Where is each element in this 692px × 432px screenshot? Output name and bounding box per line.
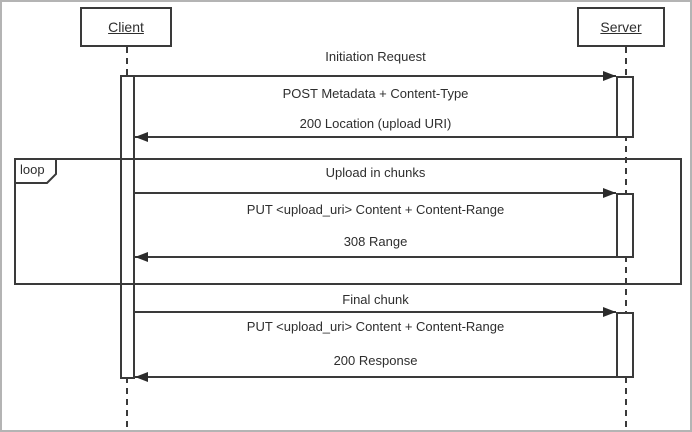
arrowhead-right-icon (603, 188, 616, 198)
server-activation-bar-2 (616, 193, 634, 258)
arrowhead-right-icon (603, 71, 616, 81)
loop-operator-label: loop (20, 162, 45, 177)
server-activation-bar-1 (616, 76, 634, 138)
loop-fragment-tab: loop (14, 158, 58, 184)
block1-request-label: POST Metadata + Content-Type (282, 86, 469, 101)
arrowhead-left-icon (135, 132, 148, 142)
block2-title: Upload in chunks (325, 165, 426, 180)
block3-request-label: PUT <upload_uri> Content + Content-Range (246, 319, 505, 334)
block1-response-line (135, 136, 616, 138)
block2-response-line (135, 256, 616, 258)
block1-request-line (135, 75, 616, 77)
arrowhead-left-icon (135, 372, 148, 382)
client-activation-bar (120, 75, 135, 379)
block2-response-label: 308 Range (343, 234, 408, 249)
block3-response-label: 200 Response (333, 353, 418, 368)
actor-client-label: Client (108, 19, 144, 35)
server-activation-bar-3 (616, 312, 634, 378)
loop-tab-pentagon-icon (14, 158, 57, 184)
block2-request-label: PUT <upload_uri> Content + Content-Range (246, 202, 505, 217)
block2-request-line (135, 192, 616, 194)
loop-fragment-frame (14, 158, 682, 285)
block1-title: Initiation Request (325, 49, 426, 64)
actor-server-box: Server (577, 7, 665, 47)
actor-client-box: Client (80, 7, 172, 47)
block1-response-label: 200 Location (upload URI) (299, 116, 452, 131)
block3-response-line (135, 376, 616, 378)
arrowhead-left-icon (135, 252, 148, 262)
block3-request-line (135, 311, 616, 313)
block3-title: Final chunk (342, 292, 409, 307)
arrowhead-right-icon (603, 307, 616, 317)
actor-server-label: Server (600, 19, 642, 35)
